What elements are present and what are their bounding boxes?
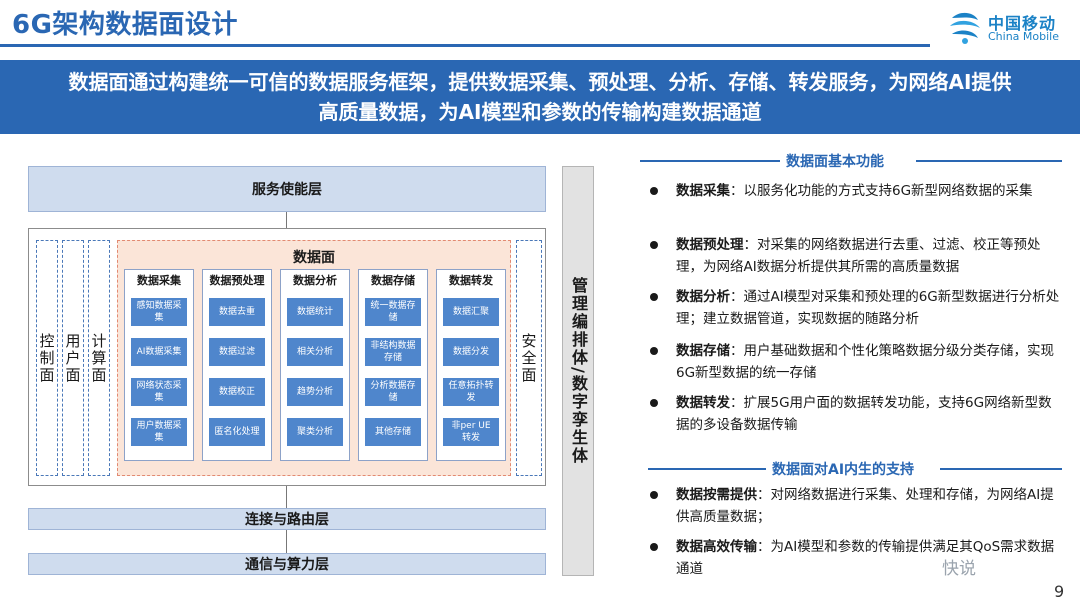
section-divider <box>640 160 780 162</box>
section-title-basic-functions: 数据面基本功能 <box>786 154 884 170</box>
banner-line-2: 高质量数据，为AI模型和参数的传输构建数据通道 <box>318 100 762 124</box>
column-data-collection: 数据采集 感知数据采集 AI数据采集 网络状态采集 用户数据采集 <box>124 269 194 461</box>
management-label: 管理编排体/数字孪生体 <box>569 277 588 465</box>
data-plane: 数据面 数据采集 感知数据采集 AI数据采集 网络状态采集 用户数据采集 数据预… <box>117 240 511 476</box>
function-cell: 任意拓扑转发 <box>443 378 499 406</box>
bullet-dot-icon <box>650 241 658 249</box>
bullet-item: 数据按需提供：对网络数据进行采集、处理和存储，为网络AI提供高质量数据； <box>650 484 1060 528</box>
column-title: 数据转发 <box>449 274 493 287</box>
bullet-label: 数据高效传输 <box>676 539 757 555</box>
service-enablement-layer: 服务使能层 <box>28 166 546 212</box>
column-data-analysis: 数据分析 数据统计 相关分析 趋势分析 聚类分析 <box>280 269 350 461</box>
bullet-label: 数据按需提供 <box>676 487 757 503</box>
function-cell: 数据汇聚 <box>443 298 499 326</box>
bullet-dot-icon <box>650 293 658 301</box>
bullet-label: 数据预处理 <box>676 237 744 253</box>
bullet-label: 数据采集 <box>676 183 730 199</box>
function-cell: 网络状态采集 <box>131 378 187 406</box>
bullet-dot-icon <box>650 399 658 407</box>
bullet-item: 数据采集：以服务化功能的方式支持6G新型网络数据的采集 <box>650 180 1060 202</box>
bullet-item: 数据高效传输：为AI模型和参数的传输提供满足其QoS需求数据通道 <box>650 536 1060 580</box>
bullet-dot-icon <box>650 543 658 551</box>
bullet-text: ：通过AI模型对采集和预处理的6G新型数据进行分析处理；建立数据管道，实现数据的… <box>676 289 1060 327</box>
column-title: 数据存储 <box>371 274 415 287</box>
function-cell: AI数据采集 <box>131 338 187 366</box>
function-cell: 匿名化处理 <box>209 418 265 446</box>
china-mobile-logo: 中国移动 China Mobile <box>946 8 1076 46</box>
data-plane-title: 数据面 <box>293 250 335 266</box>
section-divider <box>916 160 1062 162</box>
user-plane: 用户面 <box>62 240 84 476</box>
bullet-item: 数据转发：扩展5G用户面的数据转发功能，支持6G网络新型数据的多设备数据传输 <box>650 392 1060 436</box>
function-cell: 数据校正 <box>209 378 265 406</box>
function-cell: 数据去重 <box>209 298 265 326</box>
section-divider <box>940 468 1062 470</box>
column-title: 数据分析 <box>293 274 337 287</box>
function-cell: 趋势分析 <box>287 378 343 406</box>
bullet-label: 数据转发 <box>676 395 730 411</box>
connector-line <box>286 530 287 553</box>
function-cell: 数据统计 <box>287 298 343 326</box>
watermark: 快说 <box>942 559 976 579</box>
bullet-text: ：为AI模型和参数的传输提供满足其QoS需求数据通道 <box>676 539 1055 577</box>
security-plane-label: 安全面 <box>519 332 538 384</box>
logo-english-text: China Mobile <box>988 30 1060 43</box>
function-cell: 聚类分析 <box>287 418 343 446</box>
bullet-text: ：以服务化功能的方式支持6G新型网络数据的采集 <box>730 183 1033 199</box>
compute-plane-label: 计算面 <box>89 332 108 384</box>
bullet-dot-icon <box>650 347 658 355</box>
logo-chinese-text: 中国移动 <box>988 14 1057 33</box>
connector-line <box>286 212 287 228</box>
bullet-item: 数据预处理：对采集的网络数据进行去重、过滤、校正等预处理，为网络AI数据分析提供… <box>650 234 1060 278</box>
communication-compute-layer: 通信与算力层 <box>28 553 546 575</box>
control-plane: 控制面 <box>36 240 58 476</box>
function-cell: 其他存储 <box>365 418 421 446</box>
function-cell: 分析数据存储 <box>365 378 421 406</box>
page-number: 9 <box>1054 582 1065 601</box>
section-title-ai-support: 数据面对AI内生的支持 <box>772 462 915 478</box>
column-title: 数据预处理 <box>209 274 265 287</box>
function-cell: 非结构数据存储 <box>365 338 421 366</box>
security-plane: 安全面 <box>516 240 542 476</box>
bullet-text: ：对采集的网络数据进行去重、过滤、校正等预处理，为网络AI数据分析提供其所需的高… <box>676 237 1041 275</box>
compute-plane: 计算面 <box>88 240 110 476</box>
summary-banner: 数据面通过构建统一可信的数据服务框架，提供数据采集、预处理、分析、存储、转发服务… <box>0 60 1080 134</box>
bullet-label: 数据分析 <box>676 289 730 305</box>
connector-line <box>286 486 287 508</box>
china-mobile-logo-icon <box>950 12 980 44</box>
function-cell: 数据分发 <box>443 338 499 366</box>
function-cell: 相关分析 <box>287 338 343 366</box>
bullet-item: 数据存储：用户基础数据和个性化策略数据分级分类存储，实现6G新型数据的统一存储 <box>650 340 1060 384</box>
bullet-dot-icon <box>650 491 658 499</box>
column-data-preprocessing: 数据预处理 数据去重 数据过滤 数据校正 匿名化处理 <box>202 269 272 461</box>
management-orchestration-bar: 管理编排体/数字孪生体 <box>562 166 594 576</box>
function-cell: 感知数据采集 <box>131 298 187 326</box>
control-plane-label: 控制面 <box>37 332 56 384</box>
header-divider <box>0 44 930 47</box>
page-title: 6G架构数据面设计 <box>12 10 238 40</box>
bullet-item: 数据分析：通过AI模型对采集和预处理的6G新型数据进行分析处理；建立数据管道，实… <box>650 286 1060 330</box>
bullet-text: ：扩展5G用户面的数据转发功能，支持6G网络新型数据的多设备数据传输 <box>676 395 1052 433</box>
column-data-storage: 数据存储 统一数据存储 非结构数据存储 分析数据存储 其他存储 <box>358 269 428 461</box>
function-cell: 非per UE转发 <box>443 418 499 446</box>
function-cell: 统一数据存储 <box>365 298 421 326</box>
banner-line-1: 数据面通过构建统一可信的数据服务框架，提供数据采集、预处理、分析、存储、转发服务… <box>68 70 1012 94</box>
column-data-forwarding: 数据转发 数据汇聚 数据分发 任意拓扑转发 非per UE转发 <box>436 269 506 461</box>
bullet-label: 数据存储 <box>676 343 730 359</box>
function-cell: 用户数据采集 <box>131 418 187 446</box>
bullet-text: ：用户基础数据和个性化策略数据分级分类存储，实现6G新型数据的统一存储 <box>676 343 1054 381</box>
section-divider <box>648 468 766 470</box>
bullet-dot-icon <box>650 187 658 195</box>
column-title: 数据采集 <box>137 274 181 287</box>
bullet-text: ：对网络数据进行采集、处理和存储，为网络AI提供高质量数据； <box>676 487 1054 525</box>
user-plane-label: 用户面 <box>63 332 82 384</box>
function-cell: 数据过滤 <box>209 338 265 366</box>
connection-routing-layer: 连接与路由层 <box>28 508 546 530</box>
